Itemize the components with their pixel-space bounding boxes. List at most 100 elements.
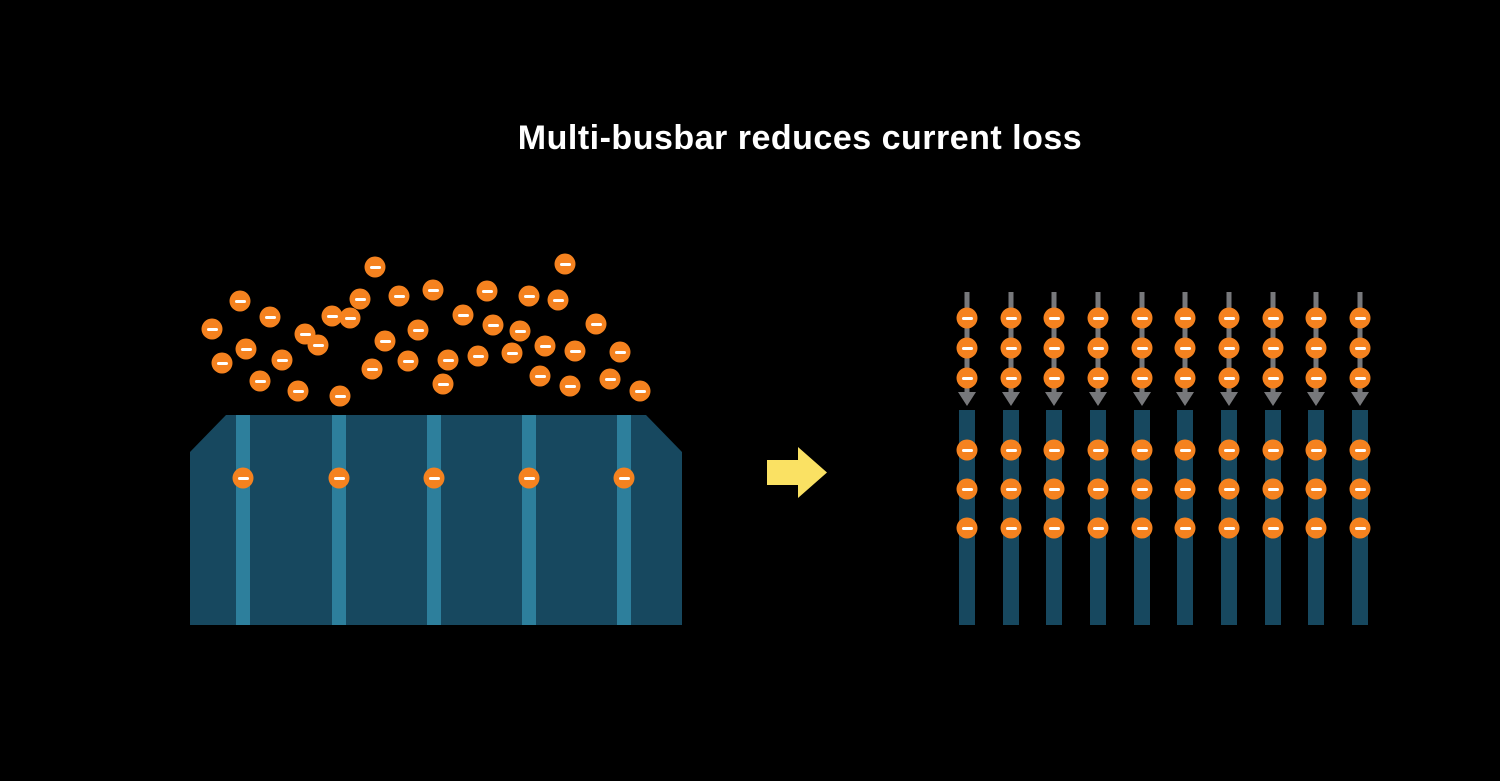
electron-icon — [1000, 478, 1022, 500]
electron-icon — [437, 349, 459, 371]
electron-icon — [1087, 307, 1109, 329]
electron-icon — [1218, 367, 1240, 389]
electron-icon — [529, 365, 551, 387]
electron-icon — [1305, 517, 1327, 539]
electron-icon — [1131, 439, 1153, 461]
electron-icon — [201, 318, 223, 340]
electron-icon — [1174, 337, 1196, 359]
electron-icon — [1131, 517, 1153, 539]
electron-icon — [307, 334, 329, 356]
electron-icon — [599, 368, 621, 390]
electron-icon — [1262, 337, 1284, 359]
electron-icon — [501, 342, 523, 364]
electron-icon — [554, 253, 576, 275]
electron-icon — [613, 467, 635, 489]
down-arrow-head-icon — [958, 392, 976, 406]
electron-icon — [1218, 517, 1240, 539]
electron-icon — [1043, 367, 1065, 389]
down-arrow-head-icon — [1176, 392, 1194, 406]
electron-icon — [1000, 307, 1022, 329]
down-arrow-head-icon — [1133, 392, 1151, 406]
electron-icon — [211, 352, 233, 374]
electron-icon — [1131, 478, 1153, 500]
electron-icon — [547, 289, 569, 311]
electron-icon — [956, 367, 978, 389]
electron-icon — [397, 350, 419, 372]
down-arrow-head-icon — [1351, 392, 1369, 406]
down-arrow-head-icon — [1307, 392, 1325, 406]
down-arrow-head-icon — [1089, 392, 1107, 406]
electron-icon — [321, 305, 343, 327]
electron-icon — [1305, 478, 1327, 500]
electron-icon — [1174, 517, 1196, 539]
electron-icon — [407, 319, 429, 341]
electron-icon — [287, 380, 309, 402]
electron-icon — [452, 304, 474, 326]
electron-icon — [476, 280, 498, 302]
electron-icon — [509, 320, 531, 342]
electron-icon — [1043, 439, 1065, 461]
electron-icon — [1262, 517, 1284, 539]
electron-icon — [374, 330, 396, 352]
busbar-stripe — [522, 415, 536, 625]
electron-icon — [328, 467, 350, 489]
electron-icon — [1087, 478, 1109, 500]
electron-icon — [259, 306, 281, 328]
electron-icon — [629, 380, 651, 402]
electron-icon — [1305, 307, 1327, 329]
electron-icon — [1349, 478, 1371, 500]
electron-icon — [1174, 367, 1196, 389]
electron-icon — [1043, 307, 1065, 329]
electron-icon — [559, 375, 581, 397]
electron-icon — [1349, 337, 1371, 359]
down-arrow-head-icon — [1220, 392, 1238, 406]
electron-icon — [518, 285, 540, 307]
electron-icon — [1349, 307, 1371, 329]
busbar-stripe — [427, 415, 441, 625]
electron-icon — [1218, 439, 1240, 461]
electron-icon — [432, 373, 454, 395]
electron-icon — [361, 358, 383, 380]
electron-icon — [1262, 478, 1284, 500]
electron-icon — [609, 341, 631, 363]
electron-icon — [1305, 337, 1327, 359]
busbar-stripe — [236, 415, 250, 625]
electron-icon — [585, 313, 607, 335]
electron-icon — [271, 349, 293, 371]
diagram-title: Multi-busbar reduces current loss — [517, 119, 1083, 157]
solar-cell — [190, 415, 682, 625]
electron-icon — [422, 279, 444, 301]
electron-icon — [232, 467, 254, 489]
electron-icon — [518, 467, 540, 489]
electron-icon — [1262, 307, 1284, 329]
electron-icon — [956, 337, 978, 359]
electron-icon — [1131, 337, 1153, 359]
electron-icon — [1349, 439, 1371, 461]
electron-icon — [956, 517, 978, 539]
electron-icon — [1305, 367, 1327, 389]
electron-icon — [482, 314, 504, 336]
electron-icon — [956, 307, 978, 329]
electron-icon — [1131, 367, 1153, 389]
electron-icon — [1218, 307, 1240, 329]
electron-icon — [1087, 439, 1109, 461]
electron-icon — [349, 288, 371, 310]
electron-icon — [956, 478, 978, 500]
electron-icon — [1000, 517, 1022, 539]
down-arrow-head-icon — [1264, 392, 1282, 406]
electron-icon — [1043, 517, 1065, 539]
electron-icon — [1000, 367, 1022, 389]
transition-arrow-shape — [767, 447, 827, 498]
electron-icon — [534, 335, 556, 357]
down-arrow-head-icon — [1045, 392, 1063, 406]
electron-icon — [1174, 307, 1196, 329]
electron-icon — [1262, 439, 1284, 461]
electron-icon — [956, 439, 978, 461]
busbar-stripe — [617, 415, 631, 625]
electron-icon — [1000, 337, 1022, 359]
electron-icon — [1087, 517, 1109, 539]
electron-icon — [1218, 337, 1240, 359]
electron-icon — [1349, 517, 1371, 539]
electron-icon — [339, 307, 361, 329]
